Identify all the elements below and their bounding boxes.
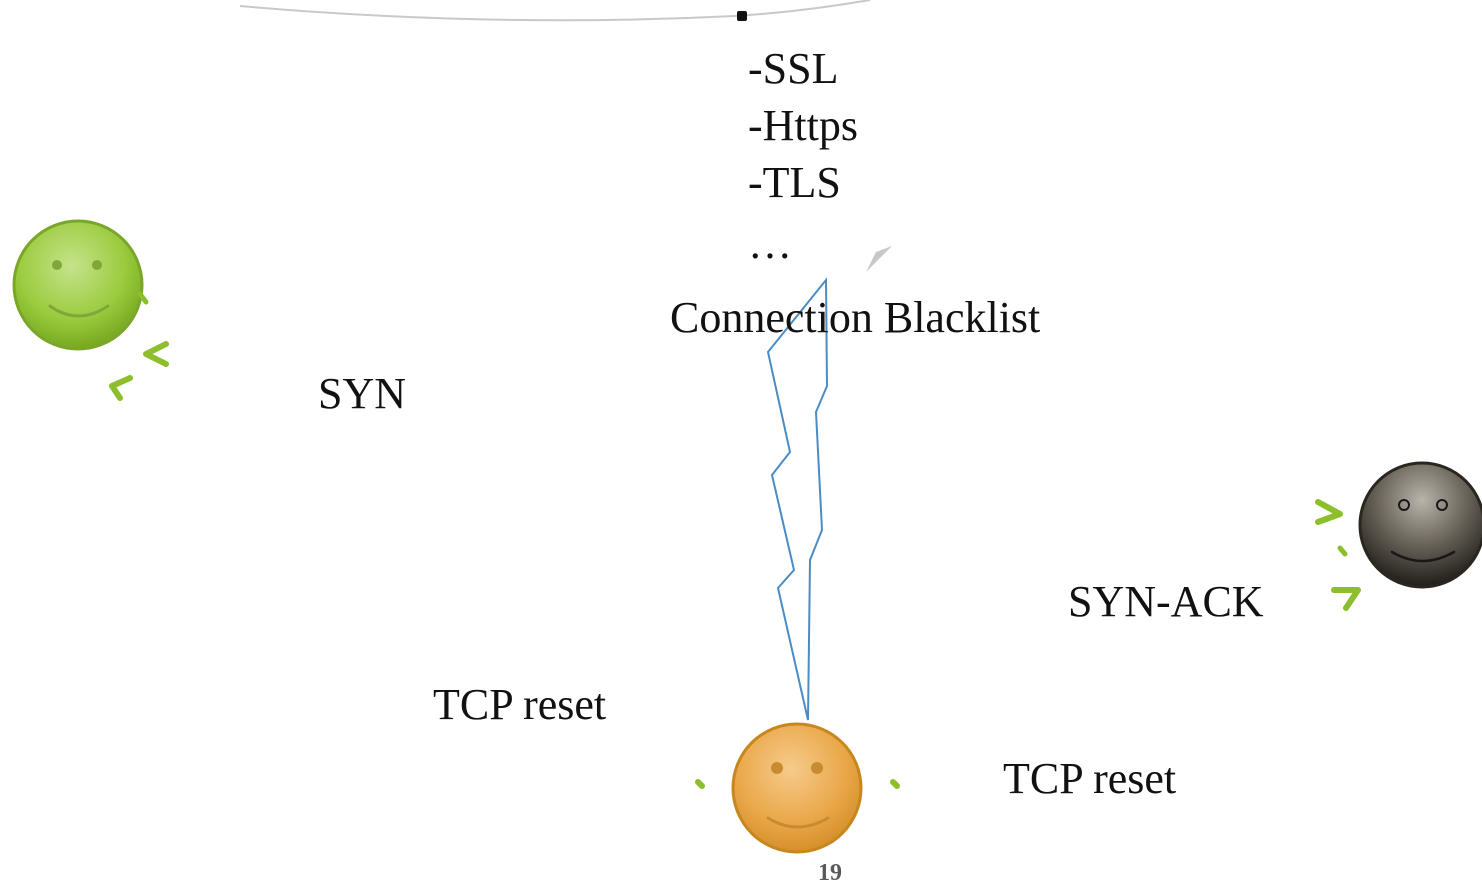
page-number: 19 bbox=[818, 860, 842, 886]
lightning-bolt-icon bbox=[766, 277, 829, 721]
arrow-head-right-icon bbox=[1315, 499, 1343, 525]
client-smiley-icon bbox=[12, 219, 144, 351]
syn-label: SYN bbox=[318, 369, 407, 418]
reset-left-arrow-dot-icon bbox=[695, 779, 705, 789]
blacklist-item-ellipsis: … bbox=[748, 219, 792, 268]
arrow-head-left-icon bbox=[143, 341, 169, 367]
blacklist-item-tls: -TLS bbox=[748, 158, 841, 207]
callout-border bbox=[239, 0, 871, 22]
callout-bullet bbox=[737, 11, 747, 21]
blacklist-item-ssl: -SSL bbox=[748, 44, 839, 93]
blacklist-title: Connection Blacklist bbox=[670, 293, 1041, 342]
syn-ack-label: SYN-ACK bbox=[1068, 577, 1264, 626]
firewall-smiley-icon bbox=[731, 722, 863, 854]
syn-ack-arrow-dot-icon bbox=[1337, 545, 1348, 557]
callout-pointer bbox=[866, 246, 892, 272]
tcp-reset-right-label: TCP reset bbox=[1003, 754, 1177, 803]
server-smiley-icon bbox=[1358, 461, 1482, 589]
blacklist-items: -SSL -Https -TLS … bbox=[748, 40, 858, 272]
syn-arrow-tick-icon bbox=[137, 291, 149, 305]
reset-right-arrow-dot-icon bbox=[890, 779, 900, 789]
arrow-head-right-lower-icon bbox=[1331, 587, 1361, 611]
arrow-head-left-small-icon bbox=[109, 375, 133, 401]
blacklist-item-https: -Https bbox=[748, 101, 858, 150]
tcp-reset-left-label: TCP reset bbox=[433, 680, 607, 729]
